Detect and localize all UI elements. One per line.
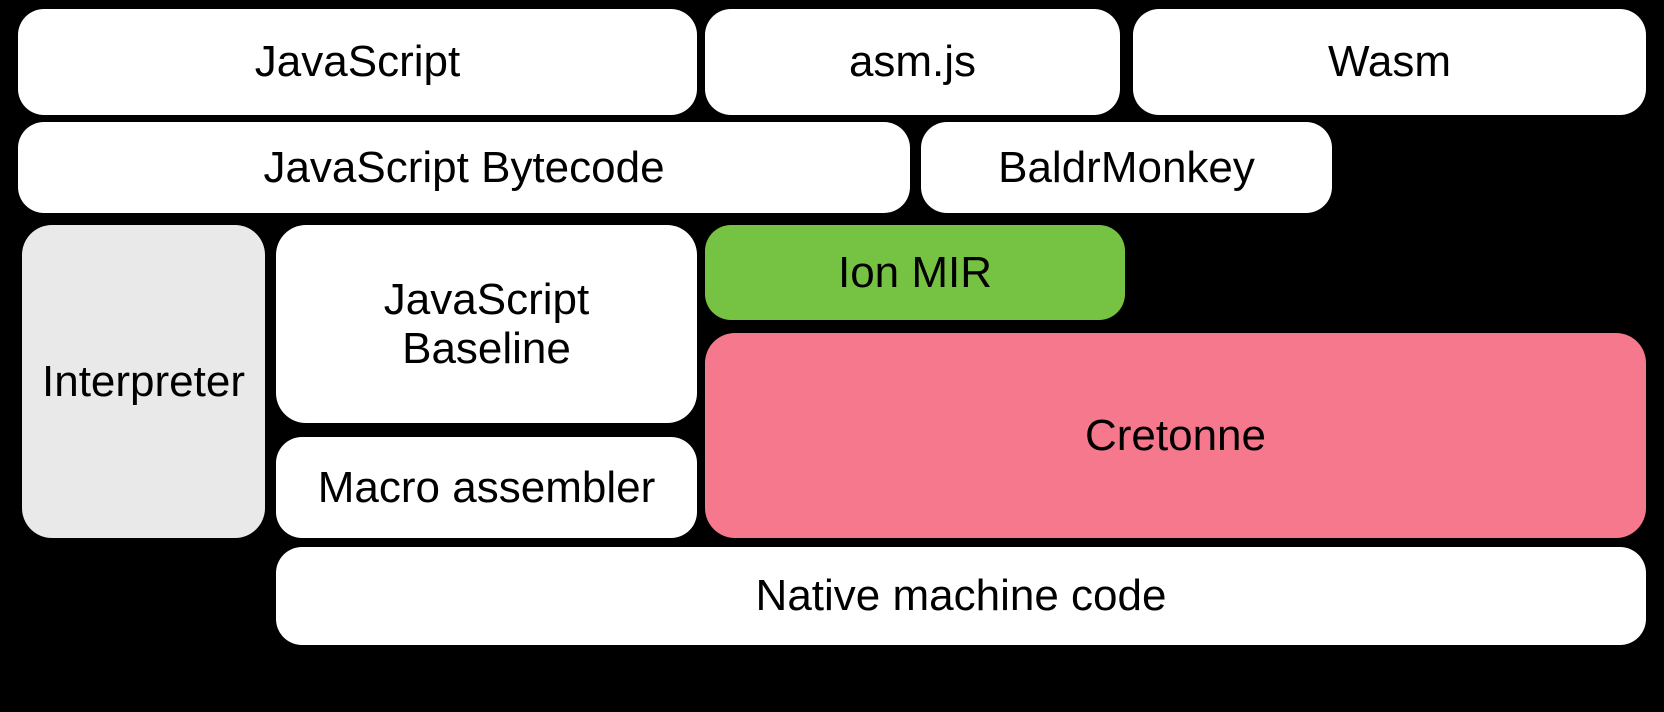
node-interpreter[interactable]: Interpreter [22, 225, 265, 538]
node-javascript-bytecode[interactable]: JavaScript Bytecode [18, 122, 910, 213]
node-native-machine-code[interactable]: Native machine code [276, 547, 1646, 645]
node-baldrmonkey[interactable]: BaldrMonkey [921, 122, 1332, 213]
node-javascript-baseline[interactable]: JavaScript Baseline [276, 225, 697, 423]
node-ion-mir[interactable]: Ion MIR [705, 225, 1125, 320]
node-wasm[interactable]: Wasm [1133, 9, 1646, 115]
node-javascript[interactable]: JavaScript [18, 9, 697, 115]
node-cretonne[interactable]: Cretonne [705, 333, 1646, 538]
node-macro-assembler[interactable]: Macro assembler [276, 437, 697, 538]
node-asmjs[interactable]: asm.js [705, 9, 1120, 115]
